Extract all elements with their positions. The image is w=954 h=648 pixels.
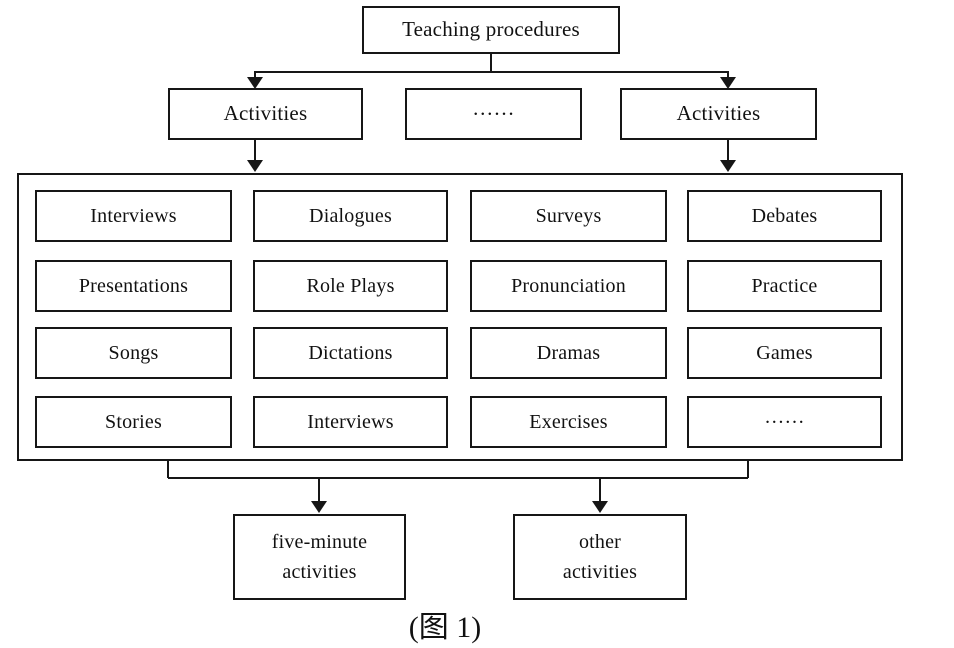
- cell-label: Debates: [751, 205, 818, 227]
- cell-label: Dramas: [536, 342, 601, 364]
- node-five-minute-activities: five-minute activities: [233, 514, 406, 600]
- grid-cell-interviews: Interviews: [35, 190, 232, 242]
- cell-label: Exercises: [529, 411, 608, 433]
- grid-cell-debates: Debates: [687, 190, 882, 242]
- node-label: Activities: [223, 101, 308, 126]
- node-label-line2: activities: [282, 561, 357, 583]
- grid-cell-dialogues: Dialogues: [253, 190, 448, 242]
- cell-label: Interviews: [307, 411, 394, 433]
- cell-label: Dictations: [308, 342, 393, 364]
- cell-label: Surveys: [535, 205, 602, 227]
- cell-label: ……: [764, 406, 805, 428]
- arrow-activities-right-to-pool: [720, 140, 736, 172]
- cell-label: Practice: [751, 275, 818, 297]
- grid-cell-presentations: Presentations: [35, 260, 232, 312]
- cell-label: Dialogues: [309, 205, 392, 227]
- cell-label: Presentations: [78, 275, 189, 297]
- cell-label: Stories: [105, 411, 162, 433]
- grid-cell-dictations: Dictations: [253, 327, 448, 379]
- grid-cell-games: Games: [687, 327, 882, 379]
- node-activities-right: Activities: [620, 88, 817, 140]
- grid-cell-exercises: Exercises: [470, 396, 667, 448]
- node-other-activities: other activities: [513, 514, 687, 600]
- node-label: Activities: [676, 101, 761, 126]
- arrow-into-activities-right: [720, 72, 736, 89]
- node-label-line1: other: [578, 531, 622, 553]
- node-label-line2: activities: [562, 561, 638, 583]
- pool-bottom-bracket: [167, 461, 749, 479]
- grid-cell-ellipsis: ……: [687, 396, 882, 448]
- root-stem-line: [254, 54, 729, 73]
- node-teaching-procedures: Teaching procedures: [362, 6, 620, 54]
- cell-label: Games: [756, 342, 813, 364]
- grid-cell-songs: Songs: [35, 327, 232, 379]
- arrow-into-activities-left: [247, 72, 263, 89]
- grid-cell-stories: Stories: [35, 396, 232, 448]
- arrow-to-five-minute-activities: [311, 478, 327, 513]
- grid-cell-dramas: Dramas: [470, 327, 667, 379]
- node-label: ……: [472, 96, 515, 121]
- cell-label: Songs: [108, 342, 159, 364]
- arrow-to-other-activities: [592, 478, 608, 513]
- arrow-activities-left-to-pool: [247, 140, 263, 172]
- grid-cell-role-plays: Role Plays: [253, 260, 448, 312]
- cell-label: Interviews: [90, 205, 177, 227]
- node-ellipsis-middle: ……: [405, 88, 582, 140]
- grid-cell-interviews-2: Interviews: [253, 396, 448, 448]
- node-label-line1: five-minute: [271, 531, 368, 553]
- figure-caption: (图 1): [408, 611, 482, 644]
- grid-cell-pronunciation: Pronunciation: [470, 260, 667, 312]
- cell-label: Role Plays: [306, 275, 395, 297]
- node-label: Teaching procedures: [402, 17, 580, 42]
- grid-cell-practice: Practice: [687, 260, 882, 312]
- node-activities-left: Activities: [168, 88, 363, 140]
- cell-label: Pronunciation: [511, 275, 626, 297]
- grid-cell-surveys: Surveys: [470, 190, 667, 242]
